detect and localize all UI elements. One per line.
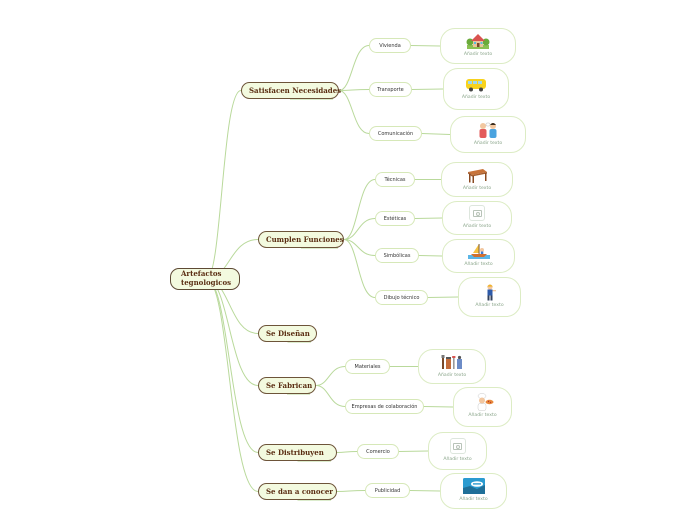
sub-node[interactable]: Publicidad bbox=[365, 483, 410, 498]
branch-node[interactable]: Se Distribuyen bbox=[258, 444, 337, 461]
branch-node[interactable]: Satisfacen Necesidades bbox=[241, 82, 342, 99]
leaf-node[interactable]: Añadir texto bbox=[458, 277, 521, 317]
billboard-icon bbox=[462, 477, 486, 495]
sub-node-label: Comercio bbox=[366, 448, 390, 455]
sub-node-label: Publicidad bbox=[374, 487, 401, 494]
sub-node[interactable]: Simbólicas bbox=[375, 248, 419, 263]
boat-icon bbox=[467, 242, 491, 260]
leaf-caption: Añadir texto bbox=[461, 95, 491, 100]
branch-node-label: Se Fabrican bbox=[266, 381, 313, 390]
leaf-caption: Añadir texto bbox=[462, 185, 492, 191]
sub-to-leaf-link bbox=[414, 217, 443, 219]
sub-node[interactable]: Vivienda bbox=[369, 38, 411, 53]
leaf-caption: Añadir texto bbox=[475, 303, 504, 308]
house-icon bbox=[466, 32, 490, 50]
sub-node-label: Vivienda bbox=[379, 42, 401, 49]
sub-to-leaf-link bbox=[410, 45, 441, 47]
sub-node-label: Simbólicas bbox=[383, 252, 411, 259]
branch-node-label: Se dan a conocer bbox=[266, 487, 333, 496]
sub-node[interactable]: Dibujo técnico bbox=[375, 290, 428, 305]
sub-node[interactable]: Estéticas bbox=[375, 211, 415, 226]
sub-node-label: Materiales bbox=[354, 363, 381, 370]
bus-icon bbox=[464, 75, 488, 93]
branch-to-sub-link bbox=[315, 385, 346, 407]
sub-node[interactable]: Técnicas bbox=[375, 172, 415, 187]
leaf-caption: Añadir texto bbox=[437, 372, 467, 378]
sub-to-leaf-link bbox=[411, 88, 444, 90]
root-node[interactable]: Artefactos tegnologicos bbox=[170, 268, 240, 290]
tools-icon bbox=[440, 353, 464, 371]
root-to-branch-link bbox=[206, 278, 259, 453]
branch-to-sub-link bbox=[336, 490, 366, 492]
chef-icon bbox=[471, 393, 495, 411]
branch-node-label: Satisfacen Necesidades bbox=[249, 86, 342, 95]
sub-node[interactable]: Comunicación bbox=[369, 126, 422, 141]
leaf-node[interactable]: Añadir texto bbox=[441, 162, 513, 197]
branch-to-sub-link bbox=[343, 179, 376, 240]
sub-node-label: Técnicas bbox=[384, 176, 406, 183]
sub-to-leaf-link bbox=[409, 490, 441, 492]
branch-node[interactable]: Cumplen Funciones bbox=[258, 231, 344, 248]
branch-to-sub-link bbox=[343, 218, 376, 240]
leaf-node[interactable]: Añadir texto bbox=[442, 239, 515, 273]
leaf-node[interactable]: Añadir texto bbox=[442, 201, 512, 235]
branch-node[interactable]: Se dan a conocer bbox=[258, 483, 337, 500]
branch-node[interactable]: Se Diseñan bbox=[258, 325, 317, 342]
sub-node[interactable]: Empresas de colaboración bbox=[345, 399, 424, 414]
leaf-caption: Añadir texto bbox=[463, 52, 493, 57]
leaf-caption: Añadir texto bbox=[462, 224, 492, 229]
branch-to-sub-link bbox=[338, 89, 370, 91]
root-node-label: Artefactos tegnologicos bbox=[181, 269, 232, 287]
worker-icon bbox=[478, 283, 502, 301]
branch-node-label: Se Diseñan bbox=[266, 329, 310, 338]
branch-node[interactable]: Se Fabrican bbox=[258, 377, 316, 394]
branch-to-sub-link bbox=[336, 451, 358, 453]
leaf-node[interactable]: Añadir texto bbox=[418, 349, 486, 384]
sub-node-label: Dibujo técnico bbox=[383, 294, 420, 301]
camera-placeholder-icon bbox=[446, 437, 470, 455]
sub-node-label: Transporte bbox=[377, 86, 404, 93]
leaf-caption: Añadir texto bbox=[464, 262, 493, 267]
sub-node[interactable]: Transporte bbox=[369, 82, 412, 97]
branch-node-label: Se Distribuyen bbox=[266, 448, 324, 457]
sub-to-leaf-link bbox=[418, 255, 443, 257]
sub-node[interactable]: Comercio bbox=[357, 444, 399, 459]
branch-to-sub-link bbox=[343, 239, 376, 256]
sub-node-label: Estéticas bbox=[383, 215, 407, 222]
people-talking-icon bbox=[476, 121, 500, 139]
leaf-caption: Añadir texto bbox=[468, 413, 497, 418]
branch-to-sub-link bbox=[338, 45, 370, 91]
leaf-node[interactable]: Añadir texto bbox=[450, 116, 526, 153]
leaf-node[interactable]: Añadir texto bbox=[453, 387, 512, 427]
leaf-node[interactable]: Añadir texto bbox=[428, 432, 487, 470]
branch-to-sub-link bbox=[315, 366, 346, 386]
branch-to-sub-link bbox=[338, 90, 370, 134]
sub-node[interactable]: Materiales bbox=[345, 359, 390, 374]
leaf-caption: Añadir texto bbox=[473, 140, 503, 146]
camera-placeholder-icon bbox=[465, 204, 489, 222]
leaf-caption: Añadir texto bbox=[443, 457, 472, 462]
leaf-node[interactable]: Añadir texto bbox=[440, 473, 507, 509]
sub-to-leaf-link bbox=[427, 296, 459, 298]
sub-node-label: Comunicación bbox=[377, 130, 414, 137]
table-icon bbox=[465, 166, 489, 184]
sub-to-leaf-link bbox=[423, 406, 454, 408]
branch-to-sub-link bbox=[343, 239, 376, 298]
leaf-node[interactable]: Añadir texto bbox=[440, 28, 516, 64]
sub-node-label: Empresas de colaboración bbox=[351, 403, 418, 410]
leaf-caption: Añadir texto bbox=[459, 497, 488, 502]
leaf-node[interactable]: Añadir texto bbox=[443, 68, 509, 110]
sub-to-leaf-link bbox=[421, 133, 451, 135]
branch-node-label: Cumplen Funciones bbox=[266, 235, 344, 244]
sub-to-leaf-link bbox=[398, 450, 429, 452]
